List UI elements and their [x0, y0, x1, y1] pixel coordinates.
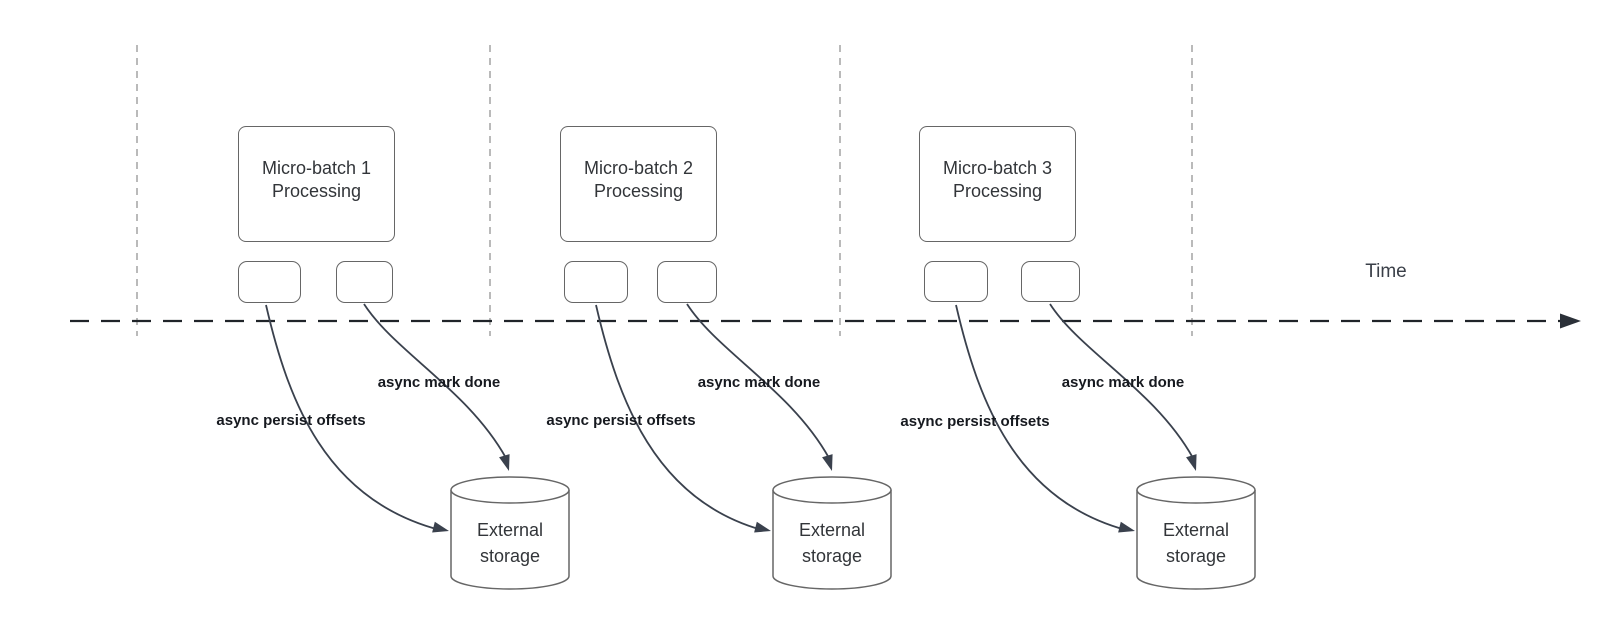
micro-batch-processing-box-1: Micro-batch 1 Processing	[238, 126, 395, 242]
external-storage-cylinder-1	[450, 476, 570, 590]
storage-label-line1: External	[476, 520, 544, 540]
persist-offsets-label-2: async persist offsets	[546, 412, 696, 429]
mark-done-task-box-3	[1021, 261, 1080, 302]
persist-offsets-edge-3	[955, 304, 1127, 531]
persist-offsets-edge-2	[595, 304, 763, 531]
mark-done-label-1: async mark done	[377, 374, 501, 391]
mark-done-edge-1	[363, 303, 507, 459]
processing-box-title-line1: Micro-batch 2	[583, 157, 694, 178]
processing-box-title-line2: Processing	[593, 180, 684, 201]
processing-box-title-line1: Micro-batch 3	[942, 157, 1053, 178]
persist-offsets-edge-1	[265, 304, 441, 531]
mark-done-edge-2	[686, 303, 830, 459]
external-storage-label-2: External storage	[773, 517, 891, 569]
external-storage-label-1: External storage	[451, 517, 569, 569]
mark-done-label-2: async mark done	[697, 374, 821, 391]
external-storage-cylinder-3	[1136, 476, 1256, 590]
mark-done-label-3: async mark done	[1061, 374, 1185, 391]
external-storage-cylinder-2	[772, 476, 892, 590]
offset-task-box-3	[924, 261, 988, 302]
micro-batch-processing-box-2: Micro-batch 2 Processing	[560, 126, 717, 242]
storage-label-line2: storage	[801, 546, 863, 566]
processing-box-title-line1: Micro-batch 1	[261, 157, 372, 178]
mark-done-arrowhead-icon-3	[1186, 454, 1197, 471]
processing-box-title-line2: Processing	[952, 180, 1043, 201]
time-axis-arrowhead-icon	[1560, 313, 1581, 329]
offset-task-box-2	[564, 261, 628, 303]
mark-done-task-box-2	[657, 261, 717, 303]
mark-done-task-box-1	[336, 261, 393, 303]
persist-offsets-arrowhead-icon-2	[754, 521, 771, 533]
storage-label-line1: External	[798, 520, 866, 540]
mark-done-arrowhead-icon-2	[822, 454, 833, 471]
persist-offsets-label-3: async persist offsets	[900, 413, 1050, 430]
mark-done-edge-3	[1049, 303, 1194, 459]
processing-box-title-line2: Processing	[271, 180, 362, 201]
external-storage-label-3: External storage	[1137, 517, 1255, 569]
micro-batch-processing-box-3: Micro-batch 3 Processing	[919, 126, 1076, 242]
mark-done-arrowhead-icon-1	[499, 454, 510, 471]
time-axis-label: Time	[1365, 261, 1407, 282]
persist-offsets-arrowhead-icon-3	[1118, 521, 1135, 533]
storage-label-line1: External	[1162, 520, 1230, 540]
storage-label-line2: storage	[1165, 546, 1227, 566]
persist-offsets-arrowhead-icon-1	[432, 521, 449, 533]
persist-offsets-label-1: async persist offsets	[216, 412, 366, 429]
storage-label-line2: storage	[479, 546, 541, 566]
offset-task-box-1	[238, 261, 301, 303]
